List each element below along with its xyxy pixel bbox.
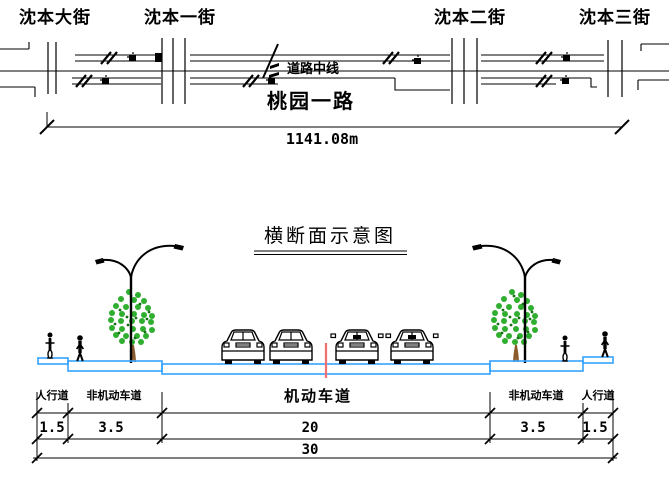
crossing-street-lines <box>47 38 623 104</box>
section-title: 横断面示意图 <box>263 226 397 247</box>
road-name-label: 桃园一路 <box>267 91 355 113</box>
plan-view <box>0 38 669 135</box>
plan-dimension-line <box>39 112 630 135</box>
cross-section <box>31 242 619 464</box>
corner-brackets <box>0 42 669 97</box>
total-length-dimension: 1141.08m <box>285 130 359 148</box>
tree-icon <box>490 288 539 363</box>
section-dimension-lines <box>31 392 619 464</box>
total-width-value: 30 <box>301 442 319 458</box>
lane-name-label: 机动车道 <box>283 388 353 405</box>
lane-name-label: 非机动车道 <box>86 390 142 402</box>
street-name-label: 沈本二街 <box>434 8 506 27</box>
lane-width-value: 20 <box>301 420 319 436</box>
cyclist-icon <box>44 331 56 360</box>
pedestrian-icon <box>599 329 611 359</box>
lane-width-value: 3.5 <box>98 420 124 436</box>
lane-name-label: 人行道 <box>581 390 615 402</box>
lane-width-value: 3.5 <box>520 420 546 436</box>
street-name-label: 沈本三街 <box>579 8 651 27</box>
lane-name-label: 非机动车道 <box>508 390 564 402</box>
lane-name-label: 人行道 <box>35 390 69 402</box>
lane-width-value: 1.5 <box>582 420 608 436</box>
centerline-tick <box>262 43 279 79</box>
cyclist-icon <box>559 334 571 363</box>
street-name-label: 沈本一街 <box>144 8 216 27</box>
edge-line-cap <box>155 53 162 62</box>
centerline-label: 道路中线 <box>287 61 340 76</box>
section-symbol-icon <box>269 63 279 78</box>
lane-width-value: 1.5 <box>39 420 65 436</box>
street-name-label: 沈本大街 <box>19 8 91 27</box>
pedestrian-icon <box>74 333 86 363</box>
title-underline <box>254 250 407 256</box>
